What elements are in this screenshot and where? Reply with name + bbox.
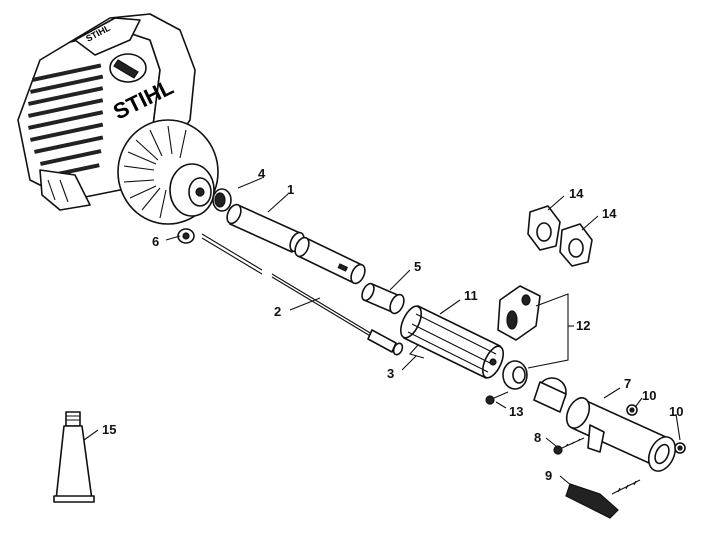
callout-6: 6	[152, 234, 159, 249]
callout-1: 1	[287, 182, 294, 197]
callout-11: 11	[464, 288, 478, 303]
cooling-fins	[28, 63, 104, 178]
callout-labels: 1 2 3 4 5 6 7 8 9 10 10 11 12 13 14 14 1…	[102, 166, 683, 483]
part-15-grease-tube	[53, 411, 95, 503]
part-13-screw	[485, 391, 509, 405]
callout-13: 13	[509, 404, 523, 419]
part-10-nuts	[626, 404, 686, 454]
callout-5: 5	[414, 259, 421, 274]
callout-7: 7	[624, 376, 631, 391]
part-9-wing-screw	[565, 479, 641, 519]
part-1-drive-tube	[226, 203, 366, 285]
callout-14a: 14	[569, 186, 584, 201]
callout-4: 4	[258, 166, 266, 181]
callout-2: 2	[274, 304, 281, 319]
part-6-bushing	[177, 228, 195, 244]
part-5-sleeve	[361, 282, 405, 315]
part-12-bracket	[497, 285, 541, 390]
part-4-bushing	[212, 188, 232, 212]
part-14-clamps	[527, 205, 593, 267]
callout-9: 9	[545, 468, 552, 483]
callout-8: 8	[534, 430, 541, 445]
part-3-clip	[409, 344, 425, 359]
part-11-splined-sleeve	[399, 305, 505, 379]
callout-15: 15	[102, 422, 116, 437]
callout-3: 3	[387, 366, 394, 381]
callout-10b: 10	[669, 404, 683, 419]
engine-housing: STIHL STIHL	[17, 13, 219, 225]
callout-10a: 10	[642, 388, 656, 403]
clutch-housing-ribs	[123, 125, 187, 219]
callout-14b: 14	[602, 206, 617, 221]
callout-12: 12	[576, 318, 590, 333]
part-7-handle-housing	[533, 377, 677, 472]
part-8-screw	[553, 437, 585, 455]
leader-lines	[83, 177, 681, 487]
part-2-drive-shaft	[201, 233, 404, 356]
